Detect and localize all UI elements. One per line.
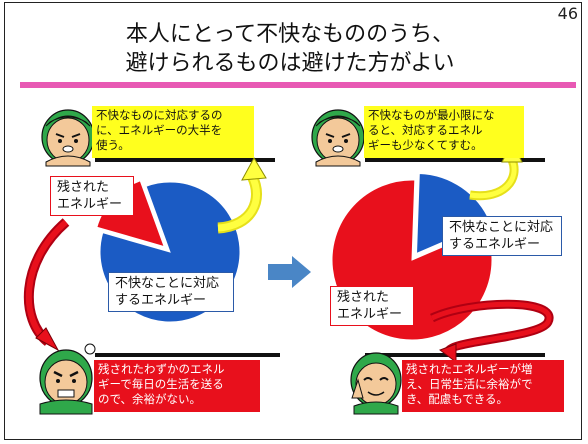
label-line: するエネルギー [449, 237, 541, 252]
left-top-note: 不快なものに対応するの に、エネルギーの大半を 使う。 [92, 106, 254, 158]
note-line: 残されたエネルギーが増 [406, 362, 533, 376]
note-line: 残されたわずかのエネル [98, 362, 225, 376]
note-line: 不快なものに対応するの [96, 108, 223, 122]
worried-character-icon [41, 109, 95, 167]
right-unpleasant-energy-label: 不快なことに対応 するエネルギー [442, 216, 562, 256]
label-line: エネルギー [337, 307, 403, 322]
note-line: き、配慮もできる。 [406, 392, 509, 406]
note-line: ので、余裕がない。 [98, 392, 202, 406]
title-line-2: 避けられるものは避けた方がよい [125, 51, 455, 76]
left-unpleasant-energy-label: 不快なことに対応 するエネルギー [108, 272, 234, 312]
note-line: に、エネルギーの大半を [96, 123, 223, 137]
angry-character-icon [39, 343, 96, 415]
note-line: ると、対応するエネル [368, 123, 483, 137]
note-line: 使う。 [96, 138, 130, 152]
slide-title: 本人にとって不快なもののうち、 避けられるものは避けた方がよい [20, 20, 560, 78]
label-line: 不快なことに対応 [115, 276, 220, 291]
note-line: ギーで毎日の生活を送る [98, 377, 224, 391]
label-line: するエネルギー [115, 293, 207, 308]
note-line: ギーも少なくてすむ。 [368, 138, 483, 152]
page-number: 46 [557, 4, 578, 23]
left-bottom-divider [95, 353, 280, 357]
title-line-1: 本人にとって不快なもののうち、 [125, 22, 455, 47]
right-top-note: 不快なものが最小限にな ると、対応するエネル ギーも少なくてすむ。 [364, 106, 524, 158]
label-line: 残された [57, 180, 110, 195]
right-yellow-curved-arrow [469, 158, 519, 201]
relieved-character-icon [350, 352, 402, 415]
worried-character-icon [311, 109, 365, 167]
label-line: 不快なことに対応 [449, 220, 554, 235]
right-arrow-icon [268, 256, 311, 288]
left-top-divider [95, 158, 275, 162]
right-bottom-note: 残されたエネルギーが増 え、日常生活に余裕がで き、配慮もできる。 [402, 360, 564, 412]
title-underline-bar [20, 82, 576, 88]
left-bottom-note: 残されたわずかのエネル ギーで毎日の生活を送る ので、余裕がない。 [94, 360, 260, 412]
note-line: え、日常生活に余裕がで [406, 377, 533, 391]
right-top-divider [365, 158, 545, 162]
left-remaining-energy-label: 残された エネルギー [50, 176, 134, 216]
note-line: 不快なものが最小限にな [368, 108, 495, 122]
label-line: 残された [337, 290, 390, 305]
right-remaining-energy-label: 残された エネルギー [330, 286, 414, 326]
label-line: エネルギー [57, 197, 123, 212]
